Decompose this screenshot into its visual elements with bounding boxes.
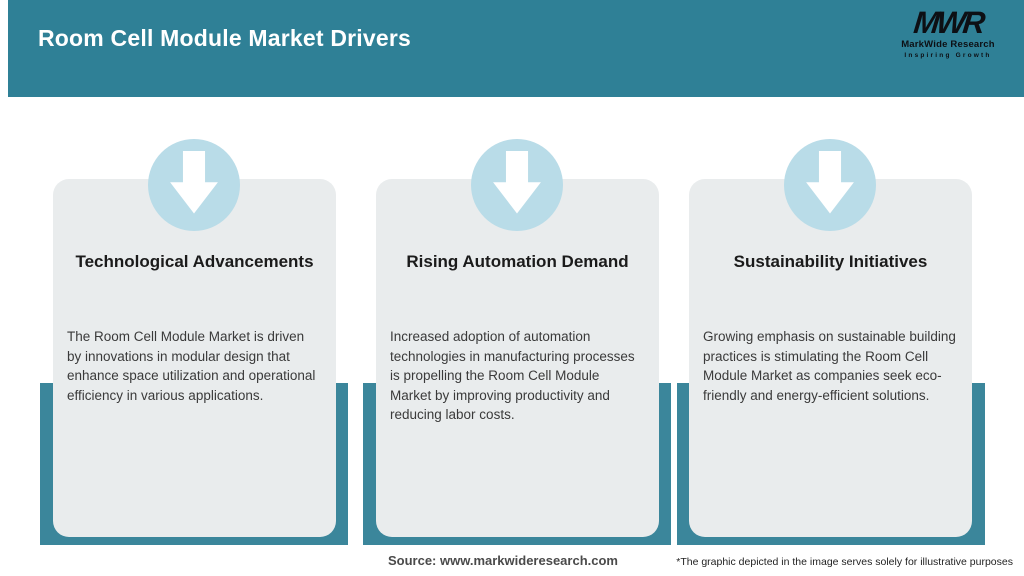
card-description: Growing emphasis on sustainable building… [703,329,956,403]
card-title: Rising Automation Demand [406,252,629,271]
disclaimer-text: *The graphic depicted in the image serve… [676,556,1013,568]
card-description: The Room Cell Module Market is driven by… [67,329,316,403]
driver-card-sustainability-initiatives: Sustainability Initiatives Growing empha… [689,179,972,537]
logo-name: MarkWide Research [901,39,995,50]
arrow-down-icon [784,139,876,231]
header-bar: Room Cell Module Market Drivers MWR Mark… [8,0,1024,97]
card-description: Increased adoption of automation technol… [390,329,635,422]
card-title: Technological Advancements [75,252,314,271]
markwide-research-logo: MWR MarkWide Research Inspiring Growth [888,5,1008,59]
logo-acronym: MWR [911,5,985,40]
source-text: Source: www.markwideresearch.com [387,553,618,568]
card-title: Sustainability Initiatives [733,252,928,271]
page-title: Room Cell Module Market Drivers [38,25,412,51]
logo-tagline: Inspiring Growth [904,52,992,59]
arrow-down-icon [471,139,563,231]
arrow-down-icon [148,139,240,231]
driver-card-rising-automation-demand: Rising Automation Demand Increased adopt… [376,179,659,537]
driver-card-technological-advancements: Technological Advancements The Room Cell… [53,179,336,537]
